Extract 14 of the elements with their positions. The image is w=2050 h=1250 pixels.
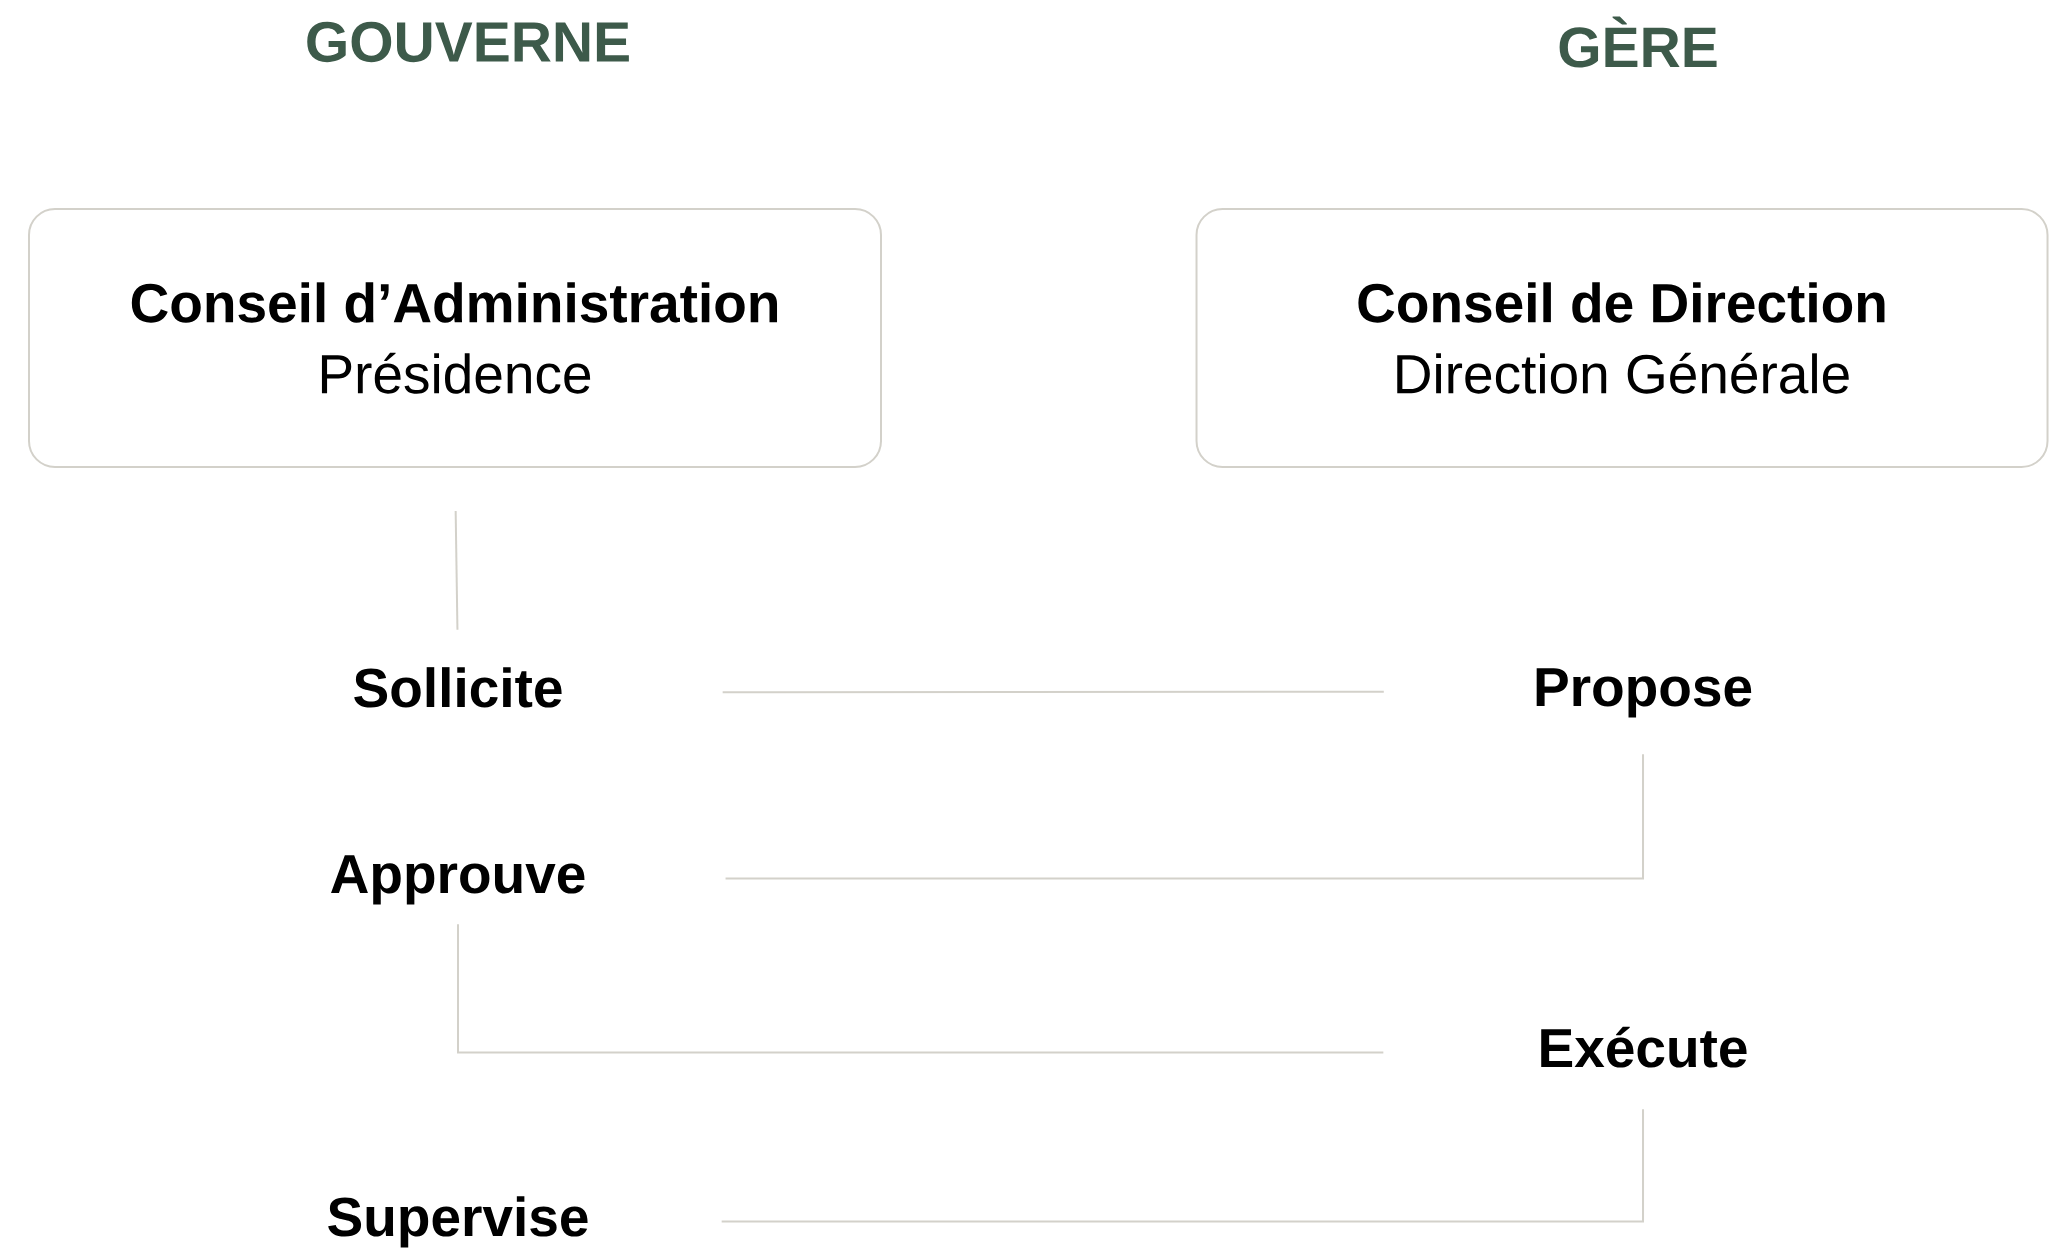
action-text: Propose: [1536, 668, 1752, 718]
connector-line: [720, 1108, 1644, 1223]
action-text: Supervise: [328, 1196, 588, 1248]
action-text: Approuve: [331, 855, 585, 905]
connector-line: [454, 510, 459, 631]
connector-line: [721, 690, 1385, 694]
organ-box: Conseil de Direction Direction Générale: [1195, 208, 2049, 468]
connector-line: [724, 753, 1644, 880]
connector-line: [457, 923, 1385, 1054]
column-heading: GÈRE: [1559, 16, 1717, 68]
action-text: Sollicite: [354, 667, 562, 708]
action-text: Exécute: [1541, 1026, 1747, 1068]
column-heading: GOUVERNE: [307, 21, 629, 63]
organ-box: Conseil d’Administration Présidence: [28, 208, 882, 468]
